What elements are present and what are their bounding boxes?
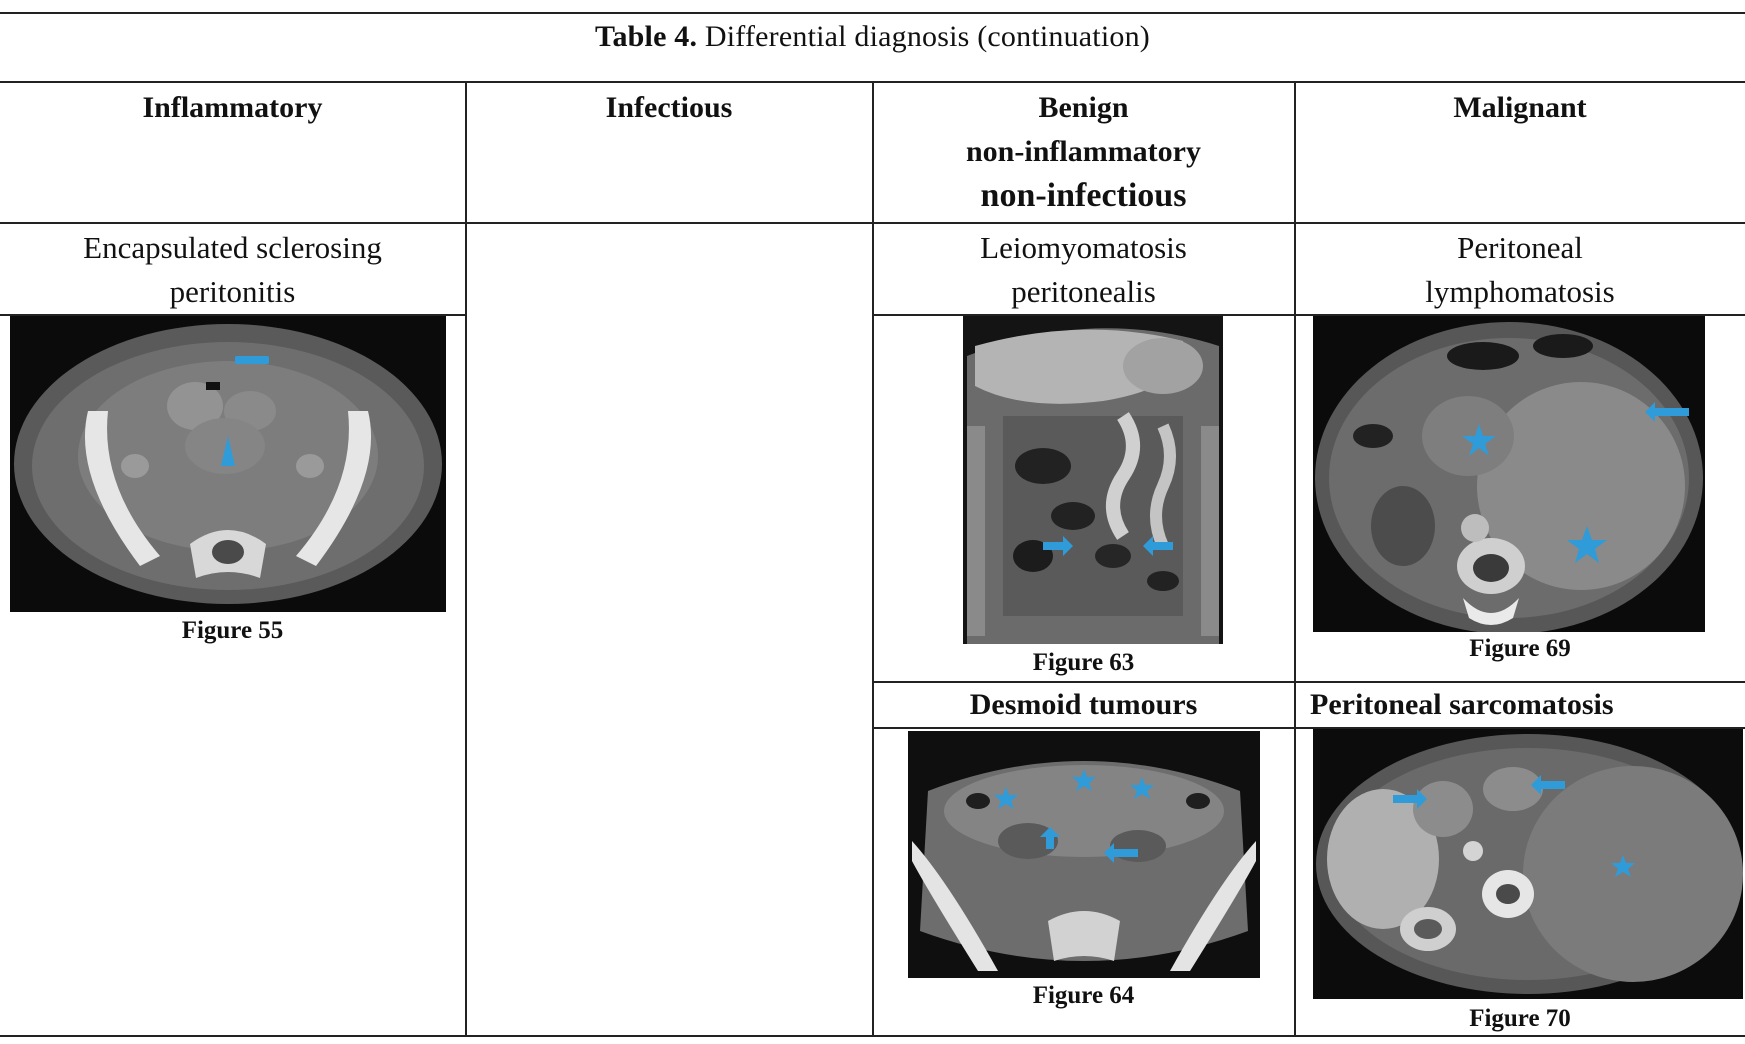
entry-title-line: lymphomatosis — [1425, 274, 1615, 309]
entry-peritoneal-lymphomatosis: Peritoneal lymphomatosis — [1295, 226, 1745, 314]
figure-64-label: Figure 64 — [1032, 982, 1135, 1009]
ct-scan-figure-70 — [1313, 729, 1743, 999]
header-inflammatory: Inflammatory — [0, 86, 465, 130]
arrow-annotation-icon — [1645, 402, 1689, 422]
entry-title-line: peritonealis — [1011, 274, 1156, 309]
caption-label: Table 4. — [595, 20, 698, 53]
arrow-annotation-icon — [1143, 536, 1173, 556]
entry-peritoneal-sarcomatosis: Peritoneal sarcomatosis — [1310, 683, 1745, 727]
entry-title-line: Desmoid tumours — [969, 688, 1198, 721]
ct-scan-figure-63 — [963, 316, 1223, 644]
figure-69-label: Figure 69 — [1469, 635, 1571, 662]
row-divider-right-2 — [872, 681, 1745, 683]
star-annotation-icon — [1130, 777, 1154, 799]
entry-leiomyomatosis-peritonealis: Leiomyomatosis peritonealis — [873, 226, 1294, 314]
arrow-annotation-icon — [1393, 789, 1427, 809]
table-caption: Table 4. Differential diagnosis (continu… — [0, 20, 1745, 54]
ct-scan-figure-69-drawing — [1315, 322, 1703, 632]
arrowhead-annotation-icon — [221, 436, 235, 466]
row-divider-right-1 — [872, 314, 1745, 316]
arrow-annotation-icon — [1043, 536, 1073, 556]
star-annotation-icon — [994, 787, 1018, 809]
entry-title-line: Leiomyomatosis — [980, 230, 1187, 265]
star-annotation-icon — [1567, 526, 1607, 563]
header-benign-line-2: non-inflammatory — [966, 135, 1201, 168]
header-benign-line-1: Benign — [1038, 91, 1129, 124]
ct-scan-figure-64 — [908, 731, 1260, 978]
figure-70-label: Figure 70 — [1469, 1005, 1571, 1032]
ct-scan-figure-55 — [10, 316, 446, 612]
ct-scan-figure-70-drawing — [1313, 729, 1743, 999]
figure-55-label: Figure 55 — [181, 617, 284, 644]
header-malignant: Malignant — [1295, 86, 1745, 130]
figure-63-label: Figure 63 — [1032, 649, 1135, 676]
arrow-annotation-icon — [1040, 827, 1060, 849]
entry-encapsulated-sclerosing-peritonitis: Encapsulated sclerosing peritonitis — [0, 226, 465, 314]
ct-scan-figure-63-drawing — [963, 316, 1223, 644]
header-infectious: Infectious — [466, 86, 872, 130]
entry-title-line: Encapsulated sclerosing — [83, 230, 382, 265]
header-infectious-text: Infectious — [605, 91, 733, 124]
row-divider-inflammatory — [0, 314, 466, 316]
arrow-annotation-icon — [235, 356, 269, 364]
header-malignant-text: Malignant — [1453, 91, 1587, 124]
row-divider-right-3 — [872, 727, 1745, 729]
header-benign: Benign non-inflammatory non-infectious — [873, 86, 1294, 218]
column-divider-2 — [872, 81, 874, 1036]
arrow-annotation-icon — [1531, 775, 1565, 795]
star-annotation-icon — [1072, 769, 1096, 791]
column-divider-1 — [465, 81, 467, 1036]
entry-desmoid-tumours: Desmoid tumours — [873, 683, 1294, 727]
header-inflammatory-text: Inflammatory — [142, 91, 323, 124]
caption-text: Differential diagnosis (continuation) — [704, 20, 1150, 53]
arrow-annotation-icon — [1104, 843, 1138, 863]
top-rule — [0, 12, 1745, 14]
star-annotation-icon — [1611, 855, 1635, 877]
ct-scan-figure-69 — [1313, 316, 1705, 632]
header-benign-line-3: non-infectious — [980, 177, 1187, 214]
entry-title-line: Peritoneal — [1457, 230, 1583, 265]
bottom-rule — [0, 1035, 1745, 1037]
entry-title-line: Peritoneal sarcomatosis — [1310, 688, 1614, 721]
entry-title-line: peritonitis — [169, 274, 296, 309]
column-divider-3 — [1294, 81, 1296, 1036]
star-annotation-icon — [1462, 424, 1496, 456]
